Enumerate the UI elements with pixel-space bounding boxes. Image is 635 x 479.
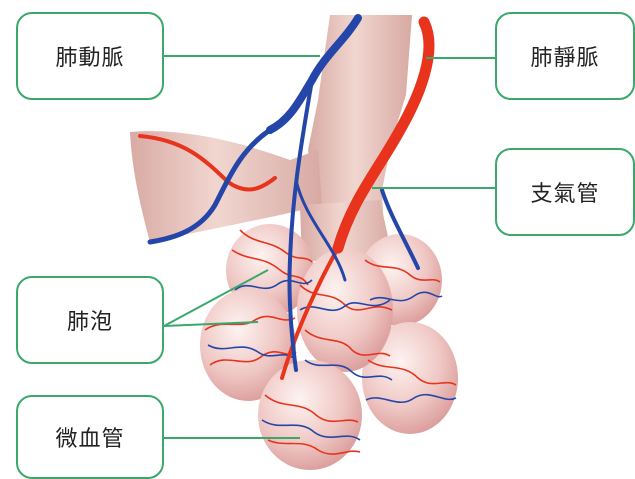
label-capillary: 微血管 (16, 395, 164, 479)
label-alveoli: 肺泡 (16, 276, 164, 364)
label-text: 肺靜脈 (530, 40, 599, 72)
label-pulmonary-artery: 肺動脈 (16, 12, 164, 100)
label-text: 支氣管 (530, 176, 599, 208)
label-text: 肺動脈 (55, 40, 124, 72)
label-text: 微血管 (55, 421, 124, 453)
label-bronchus: 支氣管 (495, 148, 635, 236)
alveolus (258, 360, 362, 470)
label-pulmonary-vein: 肺靜脈 (495, 12, 635, 100)
label-text: 肺泡 (67, 304, 113, 336)
